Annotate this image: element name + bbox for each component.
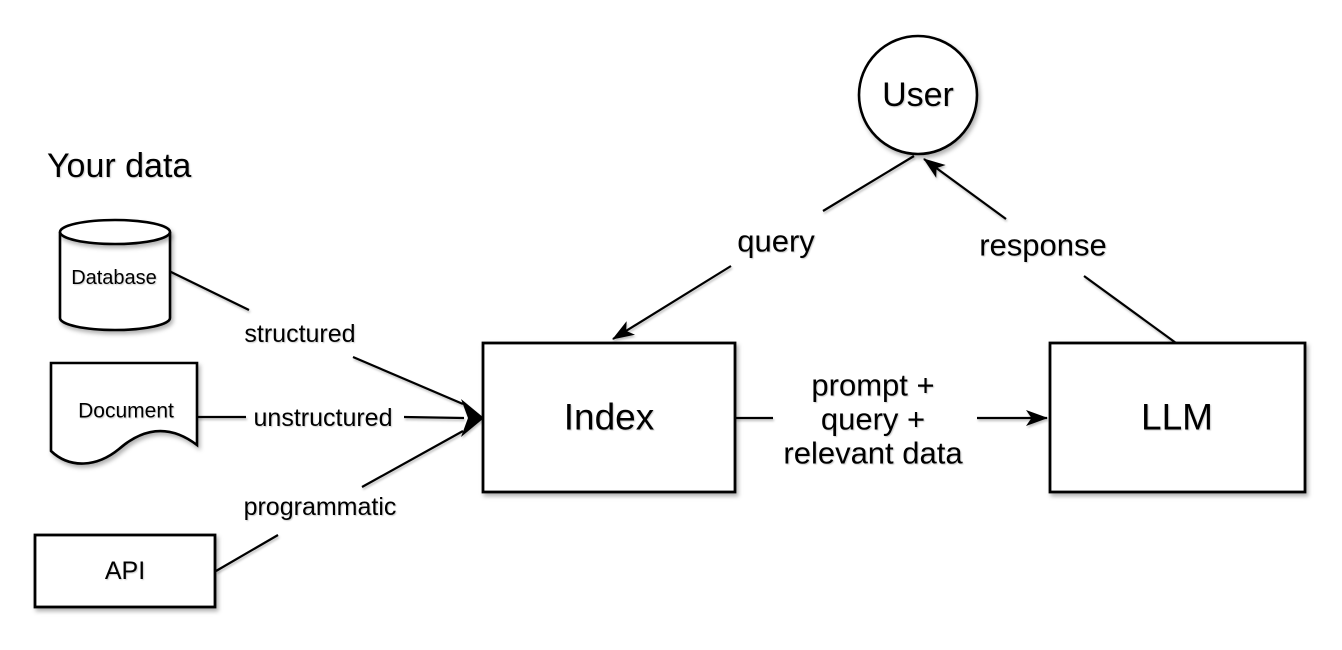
user-node: User: [857, 34, 979, 156]
document-node: Document: [49, 361, 199, 465]
api-label: API: [105, 557, 145, 585]
user-label: User: [882, 76, 954, 114]
database-label: Database: [71, 267, 157, 289]
edge-api-to-index-segment-1: [215, 534, 279, 572]
document-label: Document: [78, 400, 174, 423]
edge-label-unstructured: unstructured: [254, 404, 393, 432]
api-box: [33, 533, 217, 609]
llm-label: LLM: [1141, 397, 1213, 438]
edge-query-segment-2: [612, 265, 732, 340]
edge-label-structured: structured: [244, 320, 355, 348]
database-cylinder-body: [58, 232, 172, 332]
edge-label-prompt-line-1: prompt +: [811, 368, 934, 403]
edge-label-programmatic: programmatic: [244, 493, 397, 521]
edge-database-to-index-segment-1: [168, 270, 250, 311]
index-box: [481, 341, 737, 494]
edge-document-to-index-segment-2: [403, 415, 465, 420]
document-shape: [49, 361, 199, 465]
edge-response-segment-2: [923, 158, 1007, 220]
edge-query-segment-1: [822, 155, 915, 212]
edge-label-prompt-line-2: query +: [821, 402, 925, 437]
database-node: Database: [58, 218, 172, 332]
edge-label-prompt-line-3: relevant data: [783, 436, 963, 471]
index-label: Index: [564, 397, 655, 438]
llm-box: [1048, 341, 1307, 494]
llm-node: LLM: [1048, 341, 1307, 494]
diagram-title: Your data: [47, 147, 191, 185]
edge-label-response: response: [979, 228, 1107, 263]
edge-response-segment-1: [1083, 275, 1177, 344]
index-node: Index: [481, 341, 737, 494]
edge-label-query: query: [737, 224, 815, 259]
edge-database-to-index-segment-2: [352, 355, 464, 406]
database-cylinder-top: [58, 218, 172, 246]
edge-api-to-index-segment-2: [361, 430, 464, 488]
merged-arrowhead-into-index: [461, 399, 484, 437]
api-node: API: [33, 533, 217, 609]
user-circle: [857, 34, 979, 156]
